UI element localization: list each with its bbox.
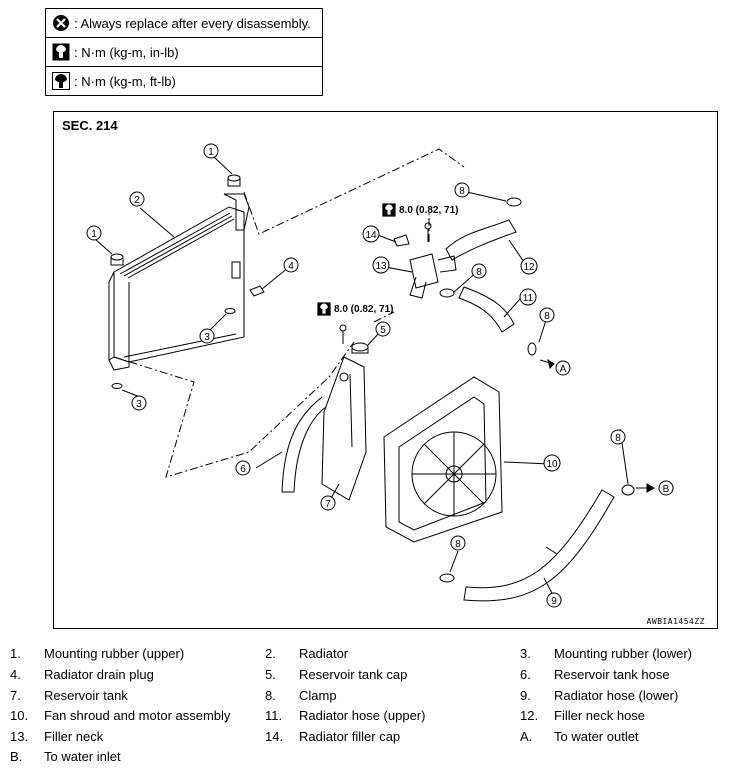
callout-9: 9: [546, 592, 562, 608]
svg-text:13: 13: [375, 261, 387, 272]
svg-text:5: 5: [380, 325, 386, 336]
callout-8: 8: [450, 535, 466, 551]
svg-text:8: 8: [455, 539, 461, 550]
svg-text:10: 10: [546, 459, 558, 470]
mounting-rubber-upper: [110, 174, 241, 266]
svg-text:1: 1: [91, 229, 97, 240]
callout-3: 3: [199, 328, 215, 344]
legend-row-replace: : Always replace after every disassembly…: [46, 9, 322, 38]
radiator-hose-upper: [458, 286, 515, 333]
dashed-reference-lines: [113, 148, 465, 478]
svg-text:12: 12: [523, 262, 535, 273]
torque-wrench-inlb-icon: [317, 302, 331, 316]
callout-10: 10: [543, 454, 561, 472]
callout-14: 14: [362, 225, 380, 243]
callout-1: 1: [203, 143, 219, 159]
reservoir-tank-cap: [351, 342, 369, 354]
symbol-legend: : Always replace after every disassembly…: [45, 8, 323, 96]
callout-8: 8: [539, 307, 555, 323]
callout-8: 8: [471, 263, 487, 279]
legend-text: : N·m (kg-m, in-lb): [74, 44, 179, 60]
legend-row-torque-inlb: : N·m (kg-m, in-lb): [46, 38, 322, 67]
section-label: SEC. 214: [62, 118, 118, 133]
mounting-rubber-lower: [111, 308, 236, 389]
callout-8: 8: [454, 182, 470, 198]
filler-neck: [409, 253, 457, 299]
callout-8: 8: [610, 429, 626, 445]
svg-text:14: 14: [365, 230, 377, 241]
svg-text:2: 2: [134, 195, 140, 206]
legend-text: : N·m (kg-m, ft-lb): [74, 73, 176, 89]
svg-text:4: 4: [288, 261, 294, 272]
torque-value: 8.0 (0.82, 71): [334, 303, 394, 315]
callout-6: 6: [235, 460, 251, 476]
exploded-diagram: SEC. 214: [53, 111, 718, 629]
callout-2: 2: [129, 191, 145, 207]
svg-text:8: 8: [459, 186, 465, 197]
svg-text:8: 8: [615, 433, 621, 444]
callout-B: B: [658, 480, 674, 496]
torque-value: 8.0 (0.82, 71): [399, 204, 459, 216]
svg-text:1: 1: [208, 147, 214, 158]
clamp: [439, 197, 635, 583]
callout-12: 12: [520, 257, 538, 275]
radiator-hose-lower: [463, 489, 615, 602]
svg-text:8: 8: [476, 267, 482, 278]
callout-A: A: [555, 360, 571, 376]
legend-row-torque-ftlb: : N·m (kg-m, ft-lb): [46, 67, 322, 95]
diagram-artwork: 1 1 2 3 3 4 5 6 7 8 8 8 8 8 9 10 11 12 1…: [86, 143, 674, 608]
figure-code: AWBIA1454ZZ: [646, 617, 705, 626]
radiator: [108, 193, 250, 371]
leader-lines: [95, 156, 629, 598]
radiator-filler-cap: [393, 234, 410, 247]
torque-spec-filler-neck: 8.0 (0.82, 71): [382, 203, 458, 217]
callout-7: 7: [320, 495, 336, 511]
svg-text:3: 3: [204, 332, 210, 343]
flow-arrows: [539, 358, 656, 493]
torque-wrench-ftlb-icon: [52, 72, 70, 90]
callout-4: 4: [283, 257, 299, 273]
legend-text: : Always replace after every disassembly…: [74, 15, 311, 31]
svg-text:A: A: [560, 364, 567, 375]
callout-3: 3: [131, 395, 147, 411]
svg-text:B: B: [663, 484, 670, 495]
replace-x-icon: [53, 15, 69, 31]
svg-text:8: 8: [544, 311, 550, 322]
callout-11: 11: [519, 288, 537, 306]
torque-wrench-inlb-icon: [52, 43, 70, 61]
svg-text:11: 11: [523, 293, 534, 304]
svg-text:7: 7: [325, 499, 331, 510]
callout-1: 1: [86, 225, 102, 241]
fan-shroud-and-motor-assembly: [383, 376, 503, 543]
reservoir-tank: [321, 356, 367, 501]
svg-text:6: 6: [240, 464, 246, 475]
svg-text:9: 9: [551, 596, 557, 607]
bolt: [339, 222, 432, 344]
torque-spec-reservoir: 8.0 (0.82, 71): [317, 302, 393, 316]
svg-text:3: 3: [136, 399, 142, 410]
callout-13: 13: [372, 256, 390, 274]
torque-wrench-inlb-icon: [382, 203, 396, 217]
reservoir-tank-hose: [281, 396, 327, 493]
radiator-drain-plug: [249, 285, 265, 297]
filler-neck-hose: [445, 219, 517, 261]
callout-5: 5: [375, 321, 391, 337]
